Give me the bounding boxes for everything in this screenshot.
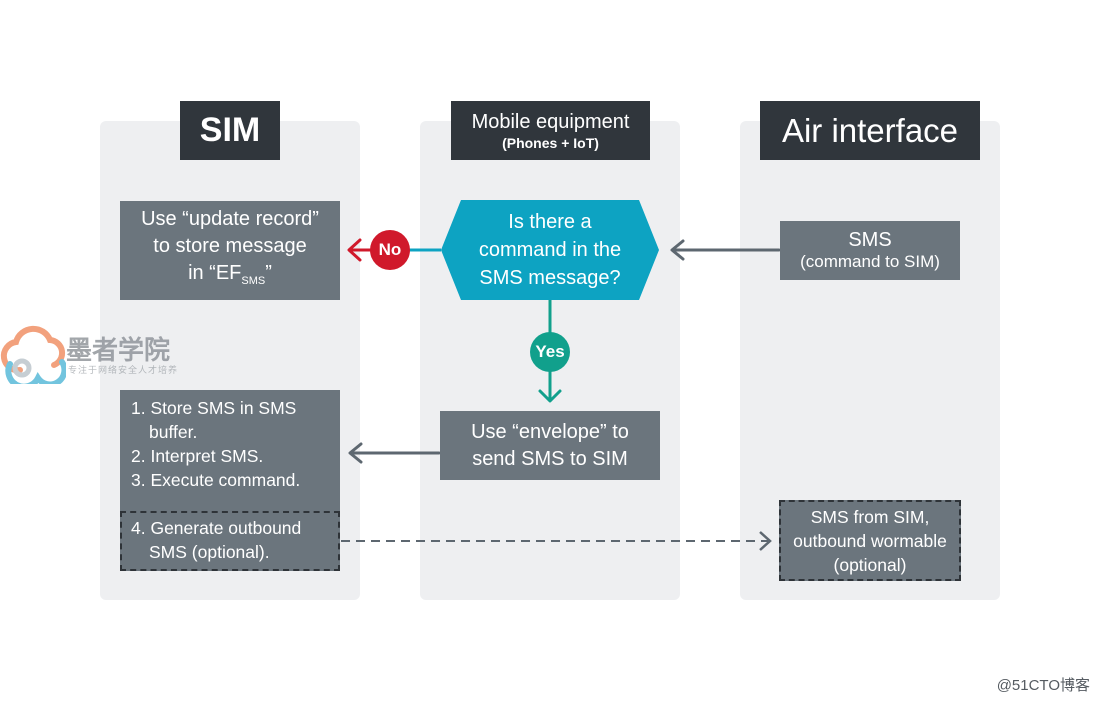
decision-node: Is there a command in the SMS message? xyxy=(450,203,650,297)
no-badge: No xyxy=(370,230,410,270)
step-2: 2. Interpret SMS. xyxy=(131,446,264,466)
arrowhead-into-sim-steps xyxy=(348,442,363,464)
envelope-line-2: send SMS to SIM xyxy=(472,447,628,470)
step-1-line-a: 1. Store SMS in SMS xyxy=(131,398,297,418)
watermark-logo: 墨者学院 专注于网络安全人才培养 xyxy=(0,318,210,384)
envelope-line-1: Use “envelope” to xyxy=(471,420,629,443)
sms-command-box: SMS (command to SIM) xyxy=(780,221,960,280)
sms-command-line-1: SMS xyxy=(848,229,892,251)
yes-badge: Yes xyxy=(530,332,570,372)
sms-command-line-2: (command to SIM) xyxy=(800,252,940,271)
mobile-equipment-lane-title: Mobile equipment xyxy=(471,110,630,133)
watermark-brand: 墨者学院 xyxy=(66,335,171,365)
update-record-ef-prefix: in “EF xyxy=(188,262,242,284)
arrowhead-into-envelope xyxy=(538,389,562,403)
step-4-line-a: 4. Generate outbound xyxy=(131,518,302,538)
step-3: 3. Execute command. xyxy=(131,470,301,490)
air-interface-lane-header: Air interface xyxy=(760,101,980,160)
step-1-line-b: buffer. xyxy=(149,422,198,442)
update-record-line-3: in “EFSMS” xyxy=(188,260,272,295)
update-record-ef-subscript: SMS xyxy=(241,275,266,287)
decision-line-3: SMS message? xyxy=(479,267,621,289)
watermark-tagline: 专注于网络安全人才培养 xyxy=(68,365,179,375)
cloud-logo-icon xyxy=(0,325,66,384)
update-record-ef-suffix: ” xyxy=(265,262,272,284)
sms-outbound-box: SMS from SIM, outbound wormable (optiona… xyxy=(779,500,961,581)
decision-line-1: Is there a xyxy=(508,211,592,233)
air-interface-lane-title: Air interface xyxy=(781,111,959,149)
mobile-equipment-lane-header: Mobile equipment (Phones + IoT) xyxy=(451,101,650,160)
update-record-line-2: to store message xyxy=(153,235,307,257)
yes-badge-label: Yes xyxy=(535,342,565,361)
sms-outbound-line-1: SMS from SIM, xyxy=(810,506,930,527)
step-4: 4. Generate outbound SMS (optional). xyxy=(131,516,301,564)
decision-line-2: command in the xyxy=(478,239,622,261)
step-4-line-b: SMS (optional). xyxy=(149,542,270,562)
envelope-box: Use “envelope” to send SMS to SIM xyxy=(440,411,660,480)
no-badge-label: No xyxy=(378,240,402,259)
decision-hexagon-shape xyxy=(441,200,659,300)
outbound-step-box xyxy=(120,511,340,571)
arrowhead-into-decision xyxy=(670,239,685,261)
arrowhead-into-sms-out xyxy=(759,531,772,551)
sms-outbound-line-3: (optional) xyxy=(833,554,907,575)
sim-lane-title: SIM xyxy=(199,111,261,149)
arrowhead-into-update-record xyxy=(347,238,362,262)
mobile-equipment-lane-subtitle: (Phones + IoT) xyxy=(502,134,599,151)
sim-steps-list: 1. Store SMS in SMS buffer. 2. Interpret… xyxy=(131,396,300,492)
update-record-line-1: Use “update record” xyxy=(141,208,319,230)
sim-lane-header: SIM xyxy=(180,101,280,160)
update-record-box: Use “update record” to store message in … xyxy=(120,201,340,300)
sms-outbound-line-2: outbound wormable xyxy=(793,530,947,551)
watermark-credit: @51CTO博客 xyxy=(996,677,1090,694)
